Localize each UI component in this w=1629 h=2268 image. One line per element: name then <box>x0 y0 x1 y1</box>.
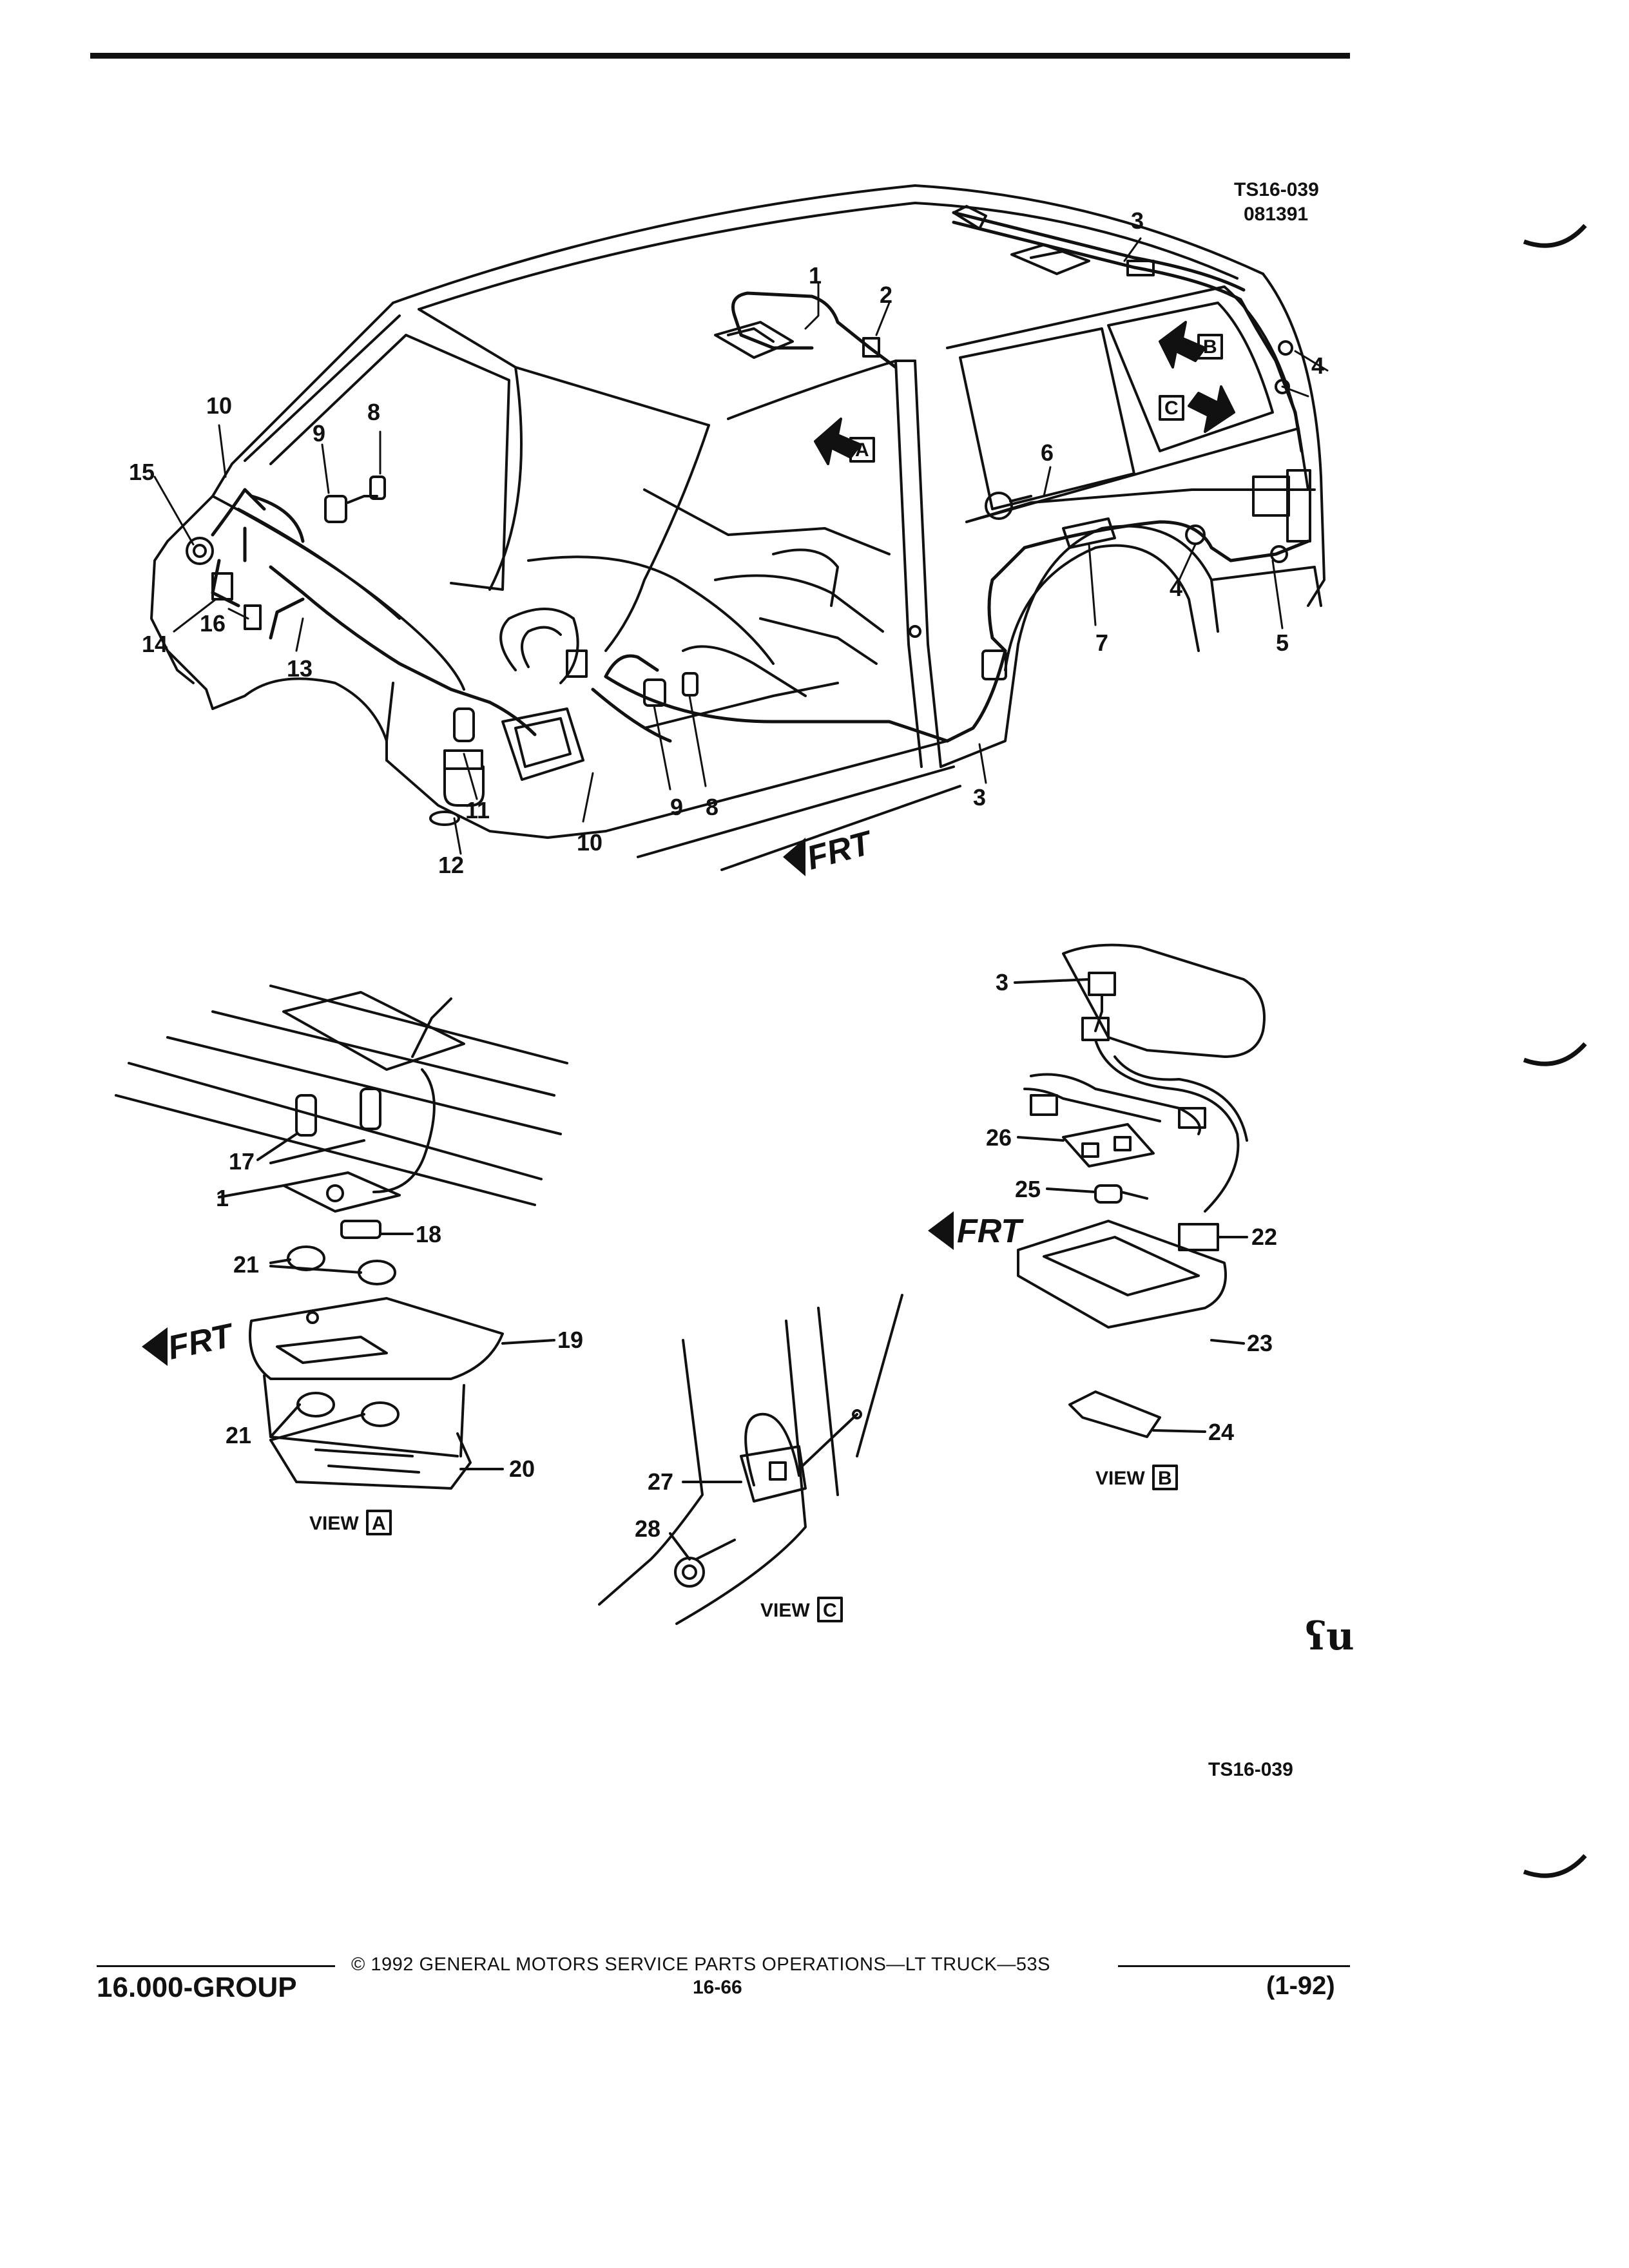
callout-16: 16 <box>200 610 226 637</box>
callout-7: 7 <box>1095 629 1108 656</box>
view-b-drawing <box>1014 943 1266 1438</box>
view-a-drawing <box>115 985 568 1490</box>
view-a-label: VIEW <box>309 1513 359 1534</box>
callout-15: 15 <box>129 459 155 485</box>
footer-copyright: © 1992 GENERAL MOTORS SERVICE PARTS OPER… <box>351 1954 1050 1975</box>
view-ref-letters: A B C <box>855 336 1217 461</box>
callout-11: 11 <box>465 797 490 823</box>
callout-22: 22 <box>1251 1224 1277 1250</box>
figure-code: TS16-039 <box>1234 179 1319 200</box>
frt-label-view-a: FRT <box>164 1316 238 1367</box>
callout-26: 26 <box>986 1124 1012 1151</box>
view-labels: VIEW A VIEW B VIEW C <box>309 1468 1172 1621</box>
callout-numbers: 1 2 3 4 4 5 6 7 8 8 9 9 10 10 11 12 13 1… <box>129 207 1324 1542</box>
callout-24: 24 <box>1208 1419 1234 1445</box>
frt-labels: FRT FRT FRT <box>164 824 1024 1367</box>
callout-17: 17 <box>229 1148 255 1175</box>
bulb-and-socket-front <box>324 476 386 523</box>
callout-21: 21 <box>233 1251 259 1278</box>
callout-4b: 4 <box>1170 575 1182 601</box>
callout-27: 27 <box>648 1468 673 1495</box>
lamp-socket <box>429 707 485 826</box>
callout-9: 9 <box>313 420 325 447</box>
callout-2: 2 <box>880 282 892 308</box>
callout-19: 19 <box>557 1327 583 1353</box>
top-rule <box>90 53 1350 59</box>
footer-page-number: 16-66 <box>693 1977 742 1998</box>
scan-mark-middle <box>1523 1042 1587 1066</box>
view-ref-a: A <box>855 439 869 461</box>
callout-21b: 21 <box>226 1422 251 1448</box>
door-switch <box>985 492 1032 520</box>
footer-date: (1-92) <box>1266 1972 1335 2000</box>
footer-rule-left <box>97 1965 335 1967</box>
view-b-label: VIEW <box>1095 1468 1145 1489</box>
callout-5: 5 <box>1276 629 1289 656</box>
view-a-letter: A <box>372 1513 386 1534</box>
callout-3b: 3 <box>973 784 986 811</box>
callout-1: 1 <box>809 262 822 289</box>
callout-10: 10 <box>206 392 232 419</box>
gm-logo-mark: ʕu <box>1305 1614 1354 1659</box>
callout-leaders <box>153 237 1329 855</box>
view-b-letter: B <box>1158 1468 1172 1489</box>
frt-label-main: FRT <box>803 824 878 878</box>
callout-8b: 8 <box>706 794 718 820</box>
footer-rule-right <box>1118 1965 1350 1967</box>
callout-12: 12 <box>438 852 464 878</box>
view-arrows <box>814 321 1235 465</box>
callout-20: 20 <box>509 1456 535 1482</box>
dome-light-assembly <box>714 321 880 359</box>
frt-label-view-b: FRT <box>957 1213 1024 1250</box>
view-ref-c: C <box>1164 398 1179 419</box>
callout-28: 28 <box>635 1515 660 1542</box>
view-ref-b: B <box>1203 336 1217 358</box>
connector-block <box>1062 517 1116 549</box>
callout-18: 18 <box>416 1221 441 1247</box>
callout-8: 8 <box>367 399 380 425</box>
callout-4: 4 <box>1311 352 1324 379</box>
figure-code-bottom: TS16-039 <box>1208 1759 1293 1780</box>
scan-mark-bottom <box>1523 1854 1587 1878</box>
scan-mark-top <box>1523 224 1587 248</box>
callout-13: 13 <box>287 655 313 682</box>
relay-block <box>499 608 588 781</box>
callout-3c: 3 <box>996 969 1008 995</box>
footer-group: 16.000-GROUP <box>97 1972 297 2003</box>
callout-9b: 9 <box>670 794 683 820</box>
view-boxes <box>849 334 1223 463</box>
callout-10b: 10 <box>577 829 602 856</box>
roof-console <box>952 205 1155 276</box>
view-c-label: VIEW <box>760 1600 810 1621</box>
callout-6: 6 <box>1041 439 1054 466</box>
view-label-boxes <box>366 1465 1178 1622</box>
front-fender <box>166 495 465 691</box>
vehicle-body-outline <box>150 184 1325 871</box>
callout-23: 23 <box>1247 1330 1273 1356</box>
view-c-letter: C <box>823 1600 837 1621</box>
view-c-drawing <box>598 1294 903 1625</box>
rear-lamp <box>1185 340 1311 563</box>
date-code: 081391 <box>1244 204 1309 225</box>
callout-3: 3 <box>1131 207 1144 234</box>
callout-25: 25 <box>1015 1176 1041 1202</box>
callout-1c: 1 <box>216 1185 229 1211</box>
callout-14: 14 <box>142 631 168 657</box>
frt-arrow-icon <box>142 838 954 1366</box>
rear-door-connector <box>909 625 1007 680</box>
